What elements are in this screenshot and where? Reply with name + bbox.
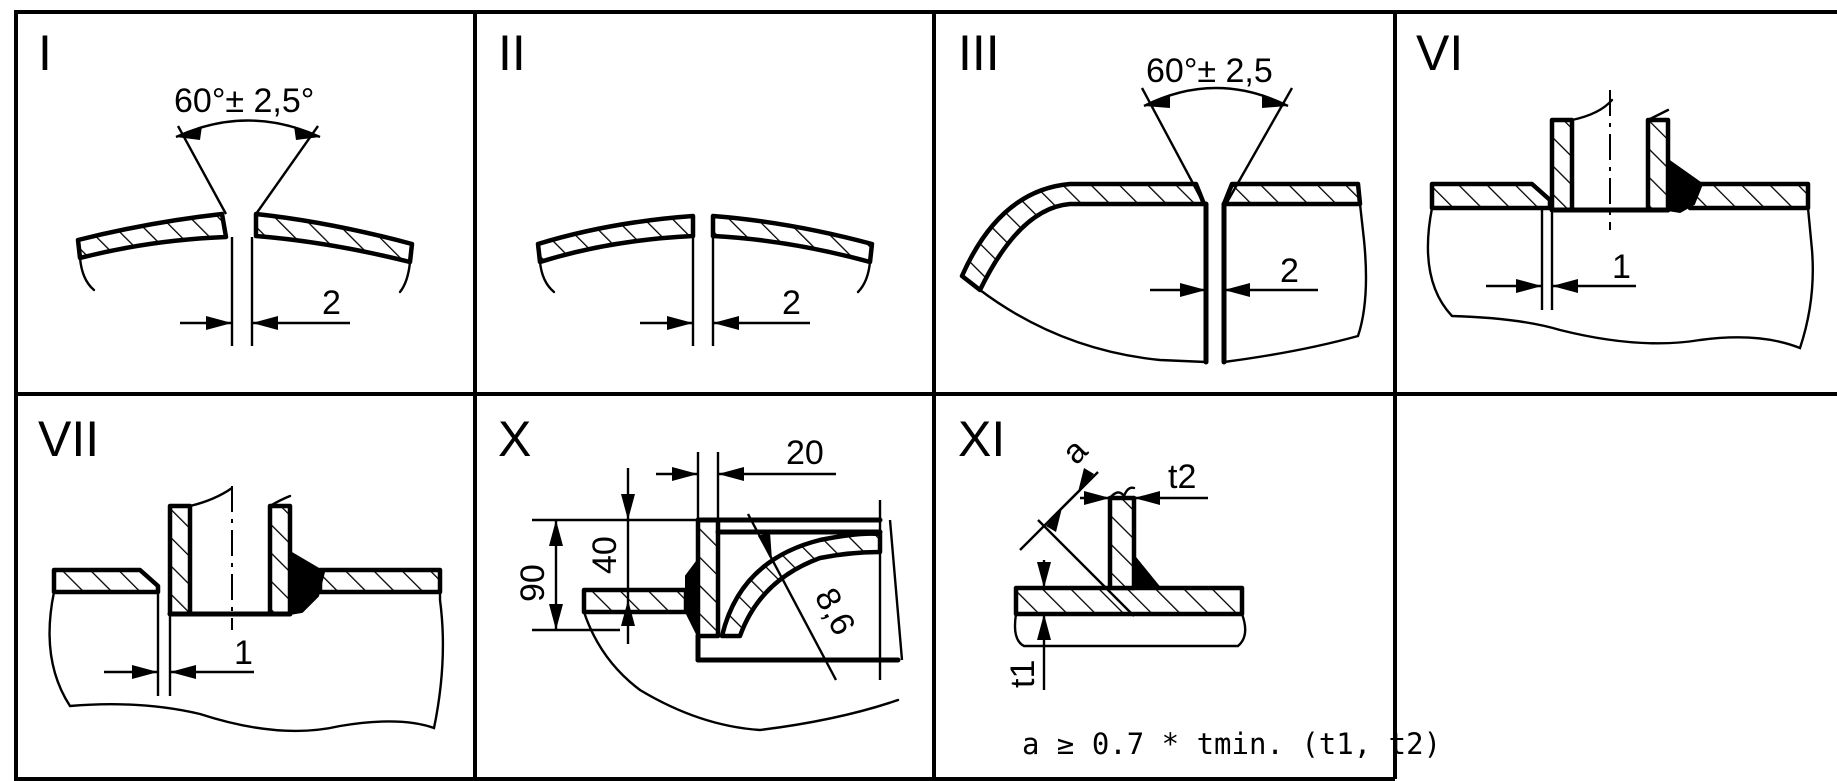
angle-label: 60°± 2,5° [174, 82, 314, 120]
shell-right [1687, 181, 1811, 211]
dim-outer: 90 [514, 564, 552, 602]
gap-label: 1 [1612, 248, 1631, 286]
right-plate [1221, 181, 1363, 207]
dim-a: a [1055, 431, 1095, 471]
panel-X: X 20 90 40 8,6 [498, 411, 904, 732]
weld-fillet [289, 550, 326, 616]
left-plate [535, 213, 696, 265]
flange-web [695, 517, 721, 639]
panel-I: I 60°± 2,5° 2 [38, 25, 415, 346]
shell-left [1429, 181, 1553, 211]
panel-numeral: I [38, 25, 52, 81]
left-plate [75, 211, 229, 261]
weld-fillet [685, 557, 699, 637]
dim-t1: t1 [1004, 660, 1042, 688]
shell-left [51, 567, 161, 595]
panel-VI: VI 1 [1416, 25, 1814, 350]
formula-label: a ≥ 0.7 * tmin. (t1, t2) [1022, 727, 1441, 761]
upright-plate [1107, 495, 1137, 591]
angle-label: 60°± 2,5 [1146, 52, 1273, 90]
weld-fillet [1133, 553, 1163, 589]
dim-radius: 8,6 [807, 582, 863, 642]
dim-top: 20 [786, 434, 824, 472]
nozzle-right [1645, 117, 1671, 213]
right-plate [710, 213, 875, 265]
weld-fillet [1667, 158, 1704, 214]
panel-numeral: X [498, 411, 531, 467]
right-plate [253, 211, 415, 265]
dim-inner: 40 [586, 536, 624, 574]
shell-right [317, 567, 443, 595]
gap-label: 2 [782, 284, 801, 322]
panel-XI: XI a t2 t1 a ≥ 0.7 * tmin. (t1, t2) [958, 411, 1441, 761]
panel-numeral: VII [38, 411, 99, 467]
table-grid [14, 10, 1837, 781]
dim-t2: t2 [1168, 458, 1196, 496]
shell-plate [581, 587, 689, 615]
gap-label: 1 [234, 634, 253, 672]
panel-numeral: XI [958, 411, 1005, 467]
panel-VII: VII 1 [38, 411, 445, 733]
left-plate [959, 181, 1207, 293]
nozzle-left [1549, 117, 1575, 213]
nozzle-right [267, 503, 293, 617]
panel-III: III 60°± 2,5 2 [958, 25, 1368, 365]
panel-numeral: VI [1416, 25, 1463, 81]
panel-numeral: III [958, 25, 1000, 81]
panel-II: II 2 [498, 25, 875, 346]
panel-numeral: II [498, 25, 526, 81]
gap-label: 2 [322, 284, 341, 322]
nozzle-left [167, 503, 193, 617]
gap-label: 2 [1280, 252, 1299, 290]
